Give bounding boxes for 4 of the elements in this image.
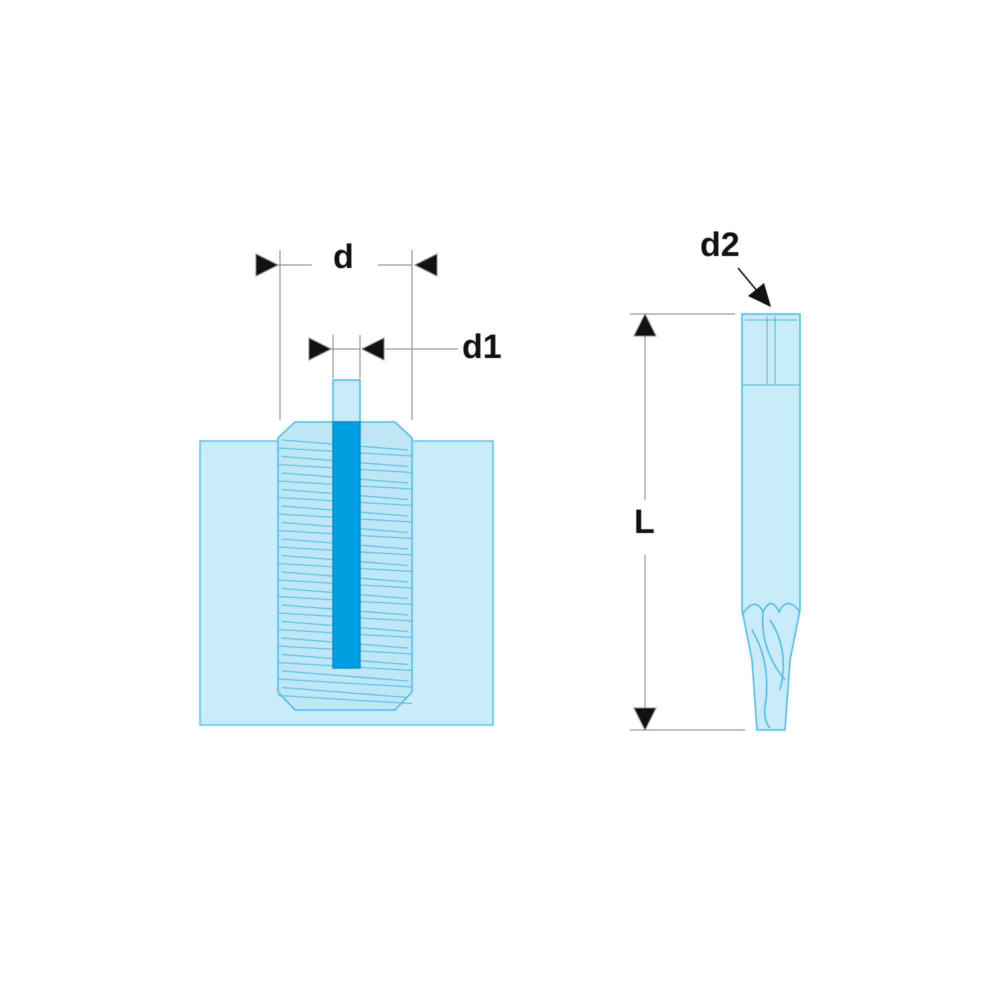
dimension-label: d2 xyxy=(700,228,740,262)
dimension-label: d1 xyxy=(462,330,502,364)
dimension-label: d xyxy=(333,240,354,274)
dimension-label: L xyxy=(634,505,655,539)
